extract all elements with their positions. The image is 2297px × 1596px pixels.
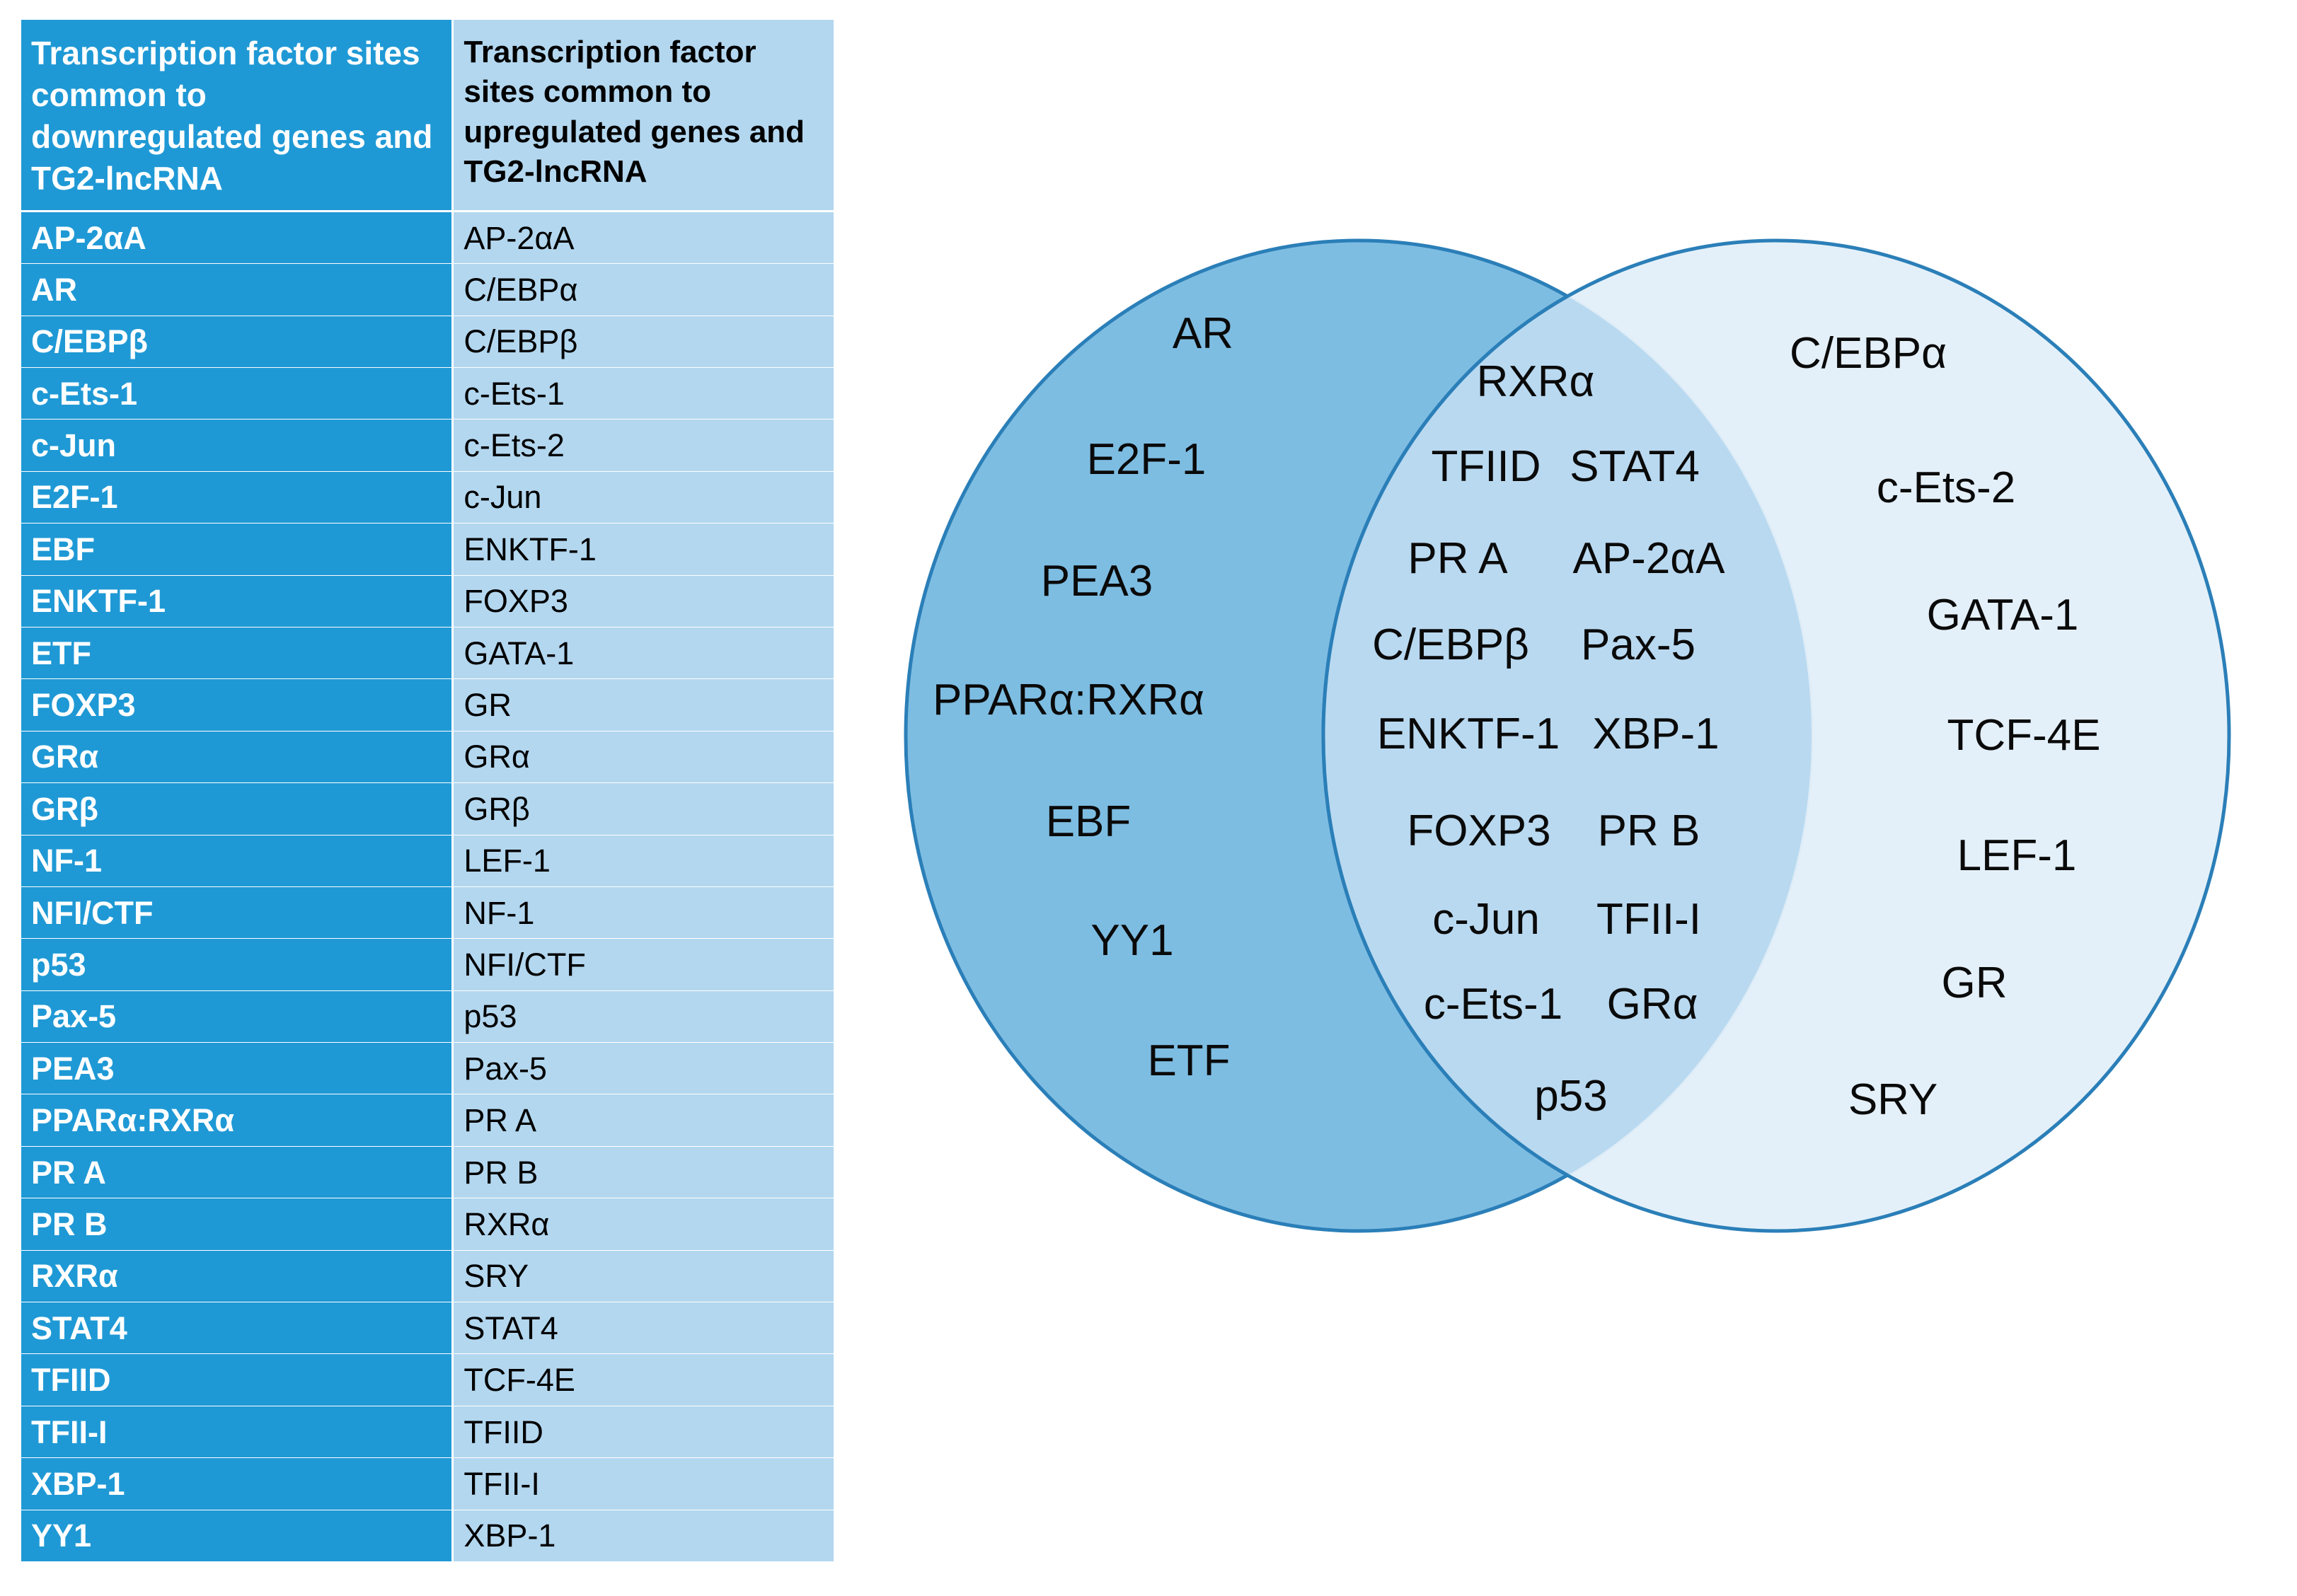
table-row: C/EBPα — [454, 264, 834, 316]
transcription-factor-table: Transcription factor sites common to dow… — [21, 20, 834, 1562]
venn-label-left-only: PPARα:RXRα — [932, 676, 1205, 724]
table-row: ETF — [21, 627, 452, 679]
table-row: GRβ — [21, 783, 452, 835]
venn-label-right-only: C/EBPα — [1790, 329, 1947, 378]
table-row: E2F-1 — [21, 471, 452, 524]
table-row: Pax-5 — [454, 1043, 834, 1094]
table-row: PPARα:RXRα — [21, 1094, 452, 1146]
table-row: C/EBPβ — [21, 316, 452, 368]
table-row: RXRα — [21, 1250, 452, 1302]
table-row: PR A — [454, 1094, 834, 1146]
venn-label-overlap: FOXP3 — [1407, 806, 1551, 855]
table-row: PEA3 — [21, 1043, 452, 1094]
table-row: YY1 — [21, 1510, 452, 1561]
table-row: NF-1 — [454, 886, 834, 939]
table-row: TFII-I — [21, 1406, 452, 1458]
table-row: GR — [454, 679, 834, 731]
table-row: STAT4 — [454, 1302, 834, 1354]
table-row: TFII-I — [454, 1458, 834, 1510]
table-row: ENKTF-1 — [454, 524, 834, 575]
venn-label-overlap: Pax-5 — [1581, 620, 1696, 669]
table-row: c-Jun — [21, 420, 452, 471]
venn-label-left-only: E2F-1 — [1086, 435, 1207, 484]
venn-label-overlap: AP-2αA — [1572, 534, 1725, 583]
table-row: c-Jun — [454, 471, 834, 524]
table-row: C/EBPβ — [454, 316, 834, 368]
venn-label-left-only: PEA3 — [1040, 557, 1153, 606]
column-header-downregulated: Transcription factor sites common to dow… — [21, 20, 452, 210]
table-row: p53 — [21, 939, 452, 990]
venn-label-right-only: TCF-4E — [1947, 711, 2101, 760]
table-row: AR — [21, 264, 452, 316]
venn-label-overlap: XBP-1 — [1592, 710, 1720, 758]
venn-label-overlap: TFIID — [1431, 442, 1541, 491]
table-row: c-Ets-1 — [454, 368, 834, 420]
venn-label-overlap: c-Jun — [1432, 895, 1540, 944]
table-row: STAT4 — [21, 1302, 452, 1354]
venn-label-overlap: STAT4 — [1570, 442, 1700, 491]
table-row: Pax-5 — [21, 990, 452, 1043]
venn-label-overlap: RXRα — [1476, 357, 1595, 406]
table-row: FOXP3 — [454, 575, 834, 627]
table-row: PR B — [21, 1198, 452, 1250]
table-row: XBP-1 — [454, 1510, 834, 1561]
table-row: GRα — [454, 731, 834, 783]
table-row: LEF-1 — [454, 835, 834, 886]
table-row: RXRα — [454, 1198, 834, 1250]
venn-circles — [904, 238, 2231, 1233]
table-row: AP-2αA — [21, 212, 452, 264]
venn-label-overlap: c-Ets-1 — [1423, 980, 1563, 1029]
venn-label-overlap: p53 — [1534, 1072, 1608, 1121]
venn-label-overlap: PR A — [1407, 534, 1508, 583]
table-column-downregulated: Transcription factor sites common to dow… — [21, 20, 452, 1562]
table-row: TFIID — [454, 1406, 834, 1458]
table-row: TFIID — [21, 1354, 452, 1406]
venn-label-overlap: TFII-I — [1596, 895, 1702, 944]
table-row: p53 — [454, 990, 834, 1043]
table-row: SRY — [454, 1250, 834, 1302]
table-row: TCF-4E — [454, 1354, 834, 1406]
venn-label-left-only: ETF — [1147, 1036, 1231, 1085]
venn-label-right-only: SRY — [1848, 1075, 1938, 1124]
venn-label-overlap: PR B — [1597, 806, 1700, 855]
venn-label-overlap: C/EBPβ — [1372, 620, 1529, 669]
table-row: NFI/CTF — [21, 886, 452, 939]
venn-label-left-only: YY1 — [1090, 916, 1174, 965]
venn-label-right-only: LEF-1 — [1957, 831, 2077, 880]
venn-label-left-only: AR — [1172, 309, 1234, 358]
table-row: c-Ets-1 — [21, 368, 452, 420]
venn-overlap-region — [1321, 241, 1812, 1231]
venn-label-overlap: ENKTF-1 — [1376, 710, 1560, 758]
venn-label-right-only: c-Ets-2 — [1876, 463, 2016, 512]
table-row: GRβ — [454, 783, 834, 835]
table-row: PR B — [454, 1146, 834, 1198]
table-row: AP-2αA — [454, 212, 834, 264]
column-header-upregulated: Transcription factor sites common to upr… — [454, 20, 834, 210]
table-row: EBF — [21, 524, 452, 575]
table-row: c-Ets-2 — [454, 420, 834, 471]
table-row: FOXP3 — [21, 679, 452, 731]
venn-label-left-only: EBF — [1045, 797, 1132, 846]
table-row: NFI/CTF — [454, 939, 834, 990]
table-row: NF-1 — [21, 835, 452, 886]
table-row: XBP-1 — [21, 1458, 452, 1510]
table-row: GATA-1 — [454, 627, 834, 679]
venn-label-right-only: GR — [1941, 959, 2008, 1007]
table-column-upregulated: Transcription factor sites common to upr… — [454, 20, 834, 1562]
table-row: ENKTF-1 — [21, 575, 452, 627]
venn-label-right-only: GATA-1 — [1926, 591, 2079, 640]
table-row: PR A — [21, 1146, 452, 1198]
venn-label-overlap: GRα — [1606, 980, 1698, 1029]
table-row: GRα — [21, 731, 452, 783]
